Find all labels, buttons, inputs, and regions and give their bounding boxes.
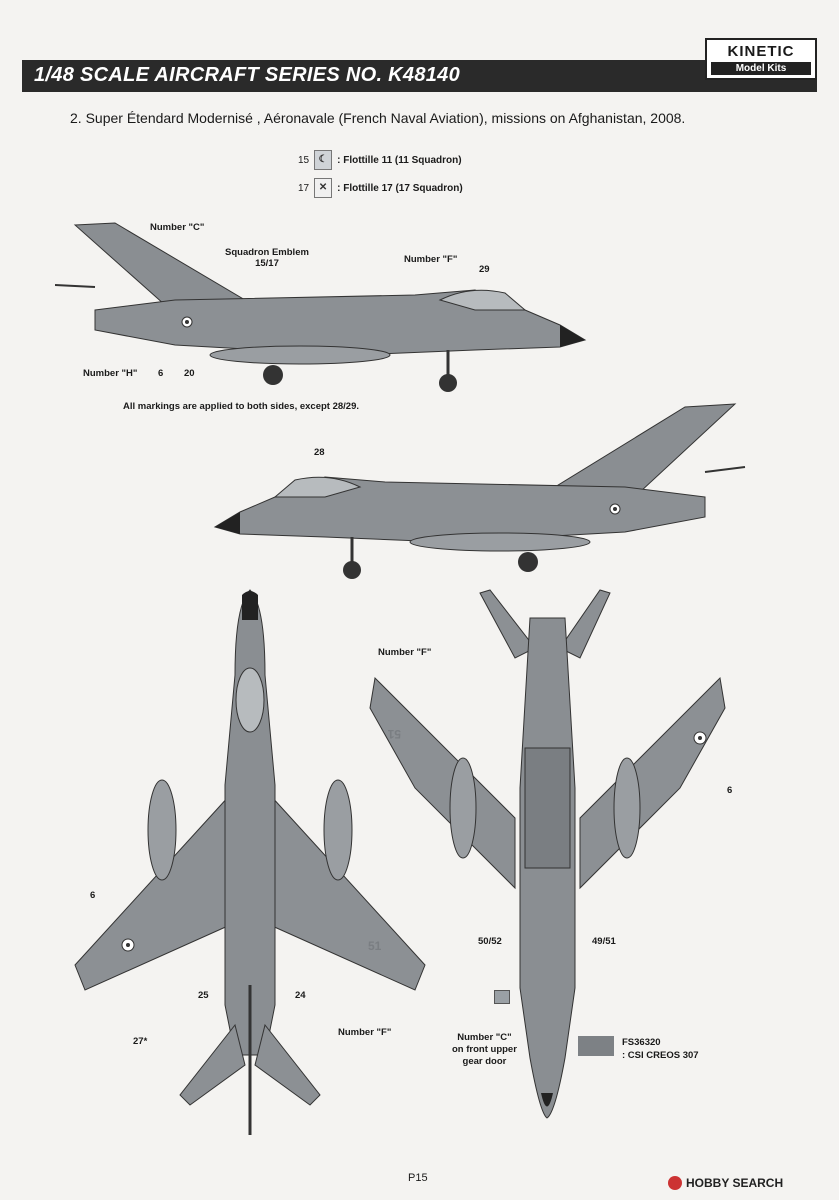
markings-note: All markings are applied to both sides, … xyxy=(123,401,359,412)
color-creos-code: : CSI CREOS 307 xyxy=(622,1050,699,1061)
legend-text: : Flottille 11 (11 Squadron) xyxy=(337,154,462,166)
color-code: FS36320 : CSI CREOS 307 xyxy=(622,1036,699,1062)
logo-sub: Model Kits xyxy=(711,62,811,75)
squadron-emblem-text: Squadron Emblem xyxy=(225,247,309,258)
legend-item-17: 17 ✕ : Flottille 17 (17 Squadron) xyxy=(298,178,463,198)
bottom-view-illustration: 51 xyxy=(369,589,726,1119)
label-squadron-emblem: Squadron Emblem 15/17 xyxy=(225,247,309,269)
number-c-line3: gear door xyxy=(462,1056,507,1067)
legend-item-15: 15 ☾ : Flottille 11 (11 Squadron) xyxy=(298,150,462,170)
number-c-line1: Number "C" xyxy=(457,1032,512,1043)
label-25: 25 xyxy=(198,990,209,1001)
label-28: 28 xyxy=(314,447,325,458)
label-49-51: 49/51 xyxy=(592,936,616,947)
page-title: 1/48 SCALE AIRCRAFT SERIES NO. K48140 xyxy=(34,64,461,86)
label-50-52: 50/52 xyxy=(478,936,502,947)
squadron-emblem-num: 15/17 xyxy=(255,258,279,269)
label-number-f-bottom: Number "F" xyxy=(378,647,432,658)
bottom-view-number-51: 51 xyxy=(387,727,401,741)
top-view-number-51: 51 xyxy=(368,939,382,953)
legend-text: : Flottille 17 (17 Squadron) xyxy=(337,182,463,194)
color-fs-code: FS36320 xyxy=(622,1037,661,1048)
label-24: 24 xyxy=(295,990,306,1001)
watermark: HOBBY SEARCH xyxy=(668,1176,783,1190)
logo-brand: KINETIC xyxy=(727,43,795,60)
color-swatch xyxy=(578,1036,614,1056)
label-number-c: Number "C" xyxy=(150,222,205,233)
legend-num: 15 xyxy=(298,154,310,166)
watermark-text: HOBBY SEARCH xyxy=(686,1176,784,1190)
kinetic-logo: KINETIC Model Kits xyxy=(705,38,817,80)
number-c-line2: on front upper xyxy=(452,1044,517,1055)
label-27: 27* xyxy=(133,1036,148,1047)
page-number: P15 xyxy=(408,1172,428,1184)
side-view-right-illustration xyxy=(55,222,587,392)
label-6-top: 6 xyxy=(90,890,96,901)
label-29: 29 xyxy=(479,264,490,275)
number-c-decal-icon xyxy=(494,990,510,1004)
header-bar: 1/48 SCALE AIRCRAFT SERIES NO. K48140 xyxy=(22,60,817,92)
top-view-illustration: 51 xyxy=(74,589,426,1135)
side-view-left-illustration xyxy=(213,403,746,579)
label-6-bottom: 6 xyxy=(727,785,733,796)
label-number-f-top: Number "F" xyxy=(338,1027,392,1038)
label-6-side: 6 xyxy=(158,368,164,379)
label-number-c-bottom: Number "C" on front upper gear door xyxy=(452,1032,517,1068)
label-20: 20 xyxy=(184,368,195,379)
squadron-11-emblem-icon: ☾ xyxy=(314,150,333,170)
label-number-h: Number "H" xyxy=(83,368,138,379)
scheme-subtitle: 2. Super Étendard Modernisé , Aéronavale… xyxy=(70,110,686,126)
legend-num: 17 xyxy=(298,182,310,194)
hobby-search-logo-icon xyxy=(668,1176,682,1190)
squadron-17-emblem-icon: ✕ xyxy=(314,178,333,198)
label-number-f-side: Number "F" xyxy=(404,254,458,265)
